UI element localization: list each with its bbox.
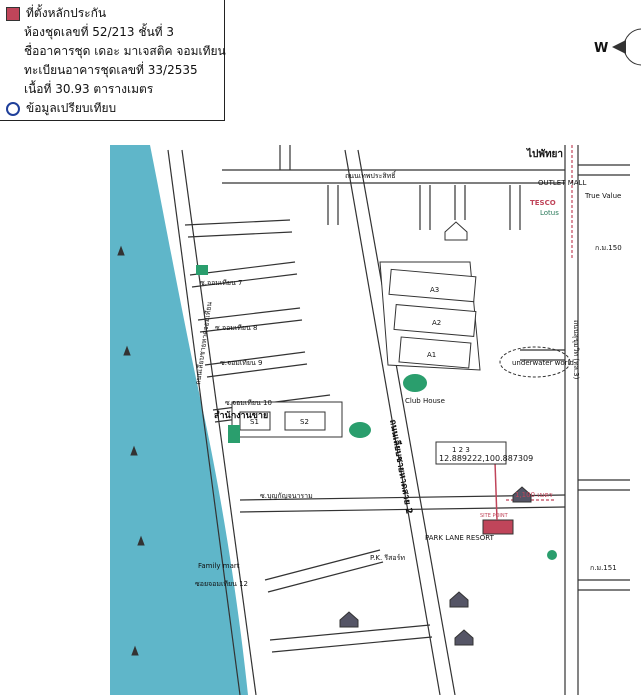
label-soi-7: ซ.จอมเทียน 7: [200, 279, 242, 287]
legend-line-3: ทะเบียนอาคารชุดเลขที่ 33/2535: [24, 63, 198, 77]
label-soi-9: ซ.จอมเทียน 9: [220, 359, 262, 367]
label-s1: S1: [250, 418, 259, 426]
label-to-pattaya: ไปพัทยา: [526, 147, 563, 160]
label-soi-8: ซ.จอมเทียน 8: [215, 324, 257, 332]
coord-markers: 1 2 3: [452, 446, 470, 454]
label-sitepoint: SITE POINT: [480, 513, 509, 519]
label-underwater: underwater world: [512, 359, 574, 367]
label-outlet-mall: OUTLET MALL: [538, 179, 586, 187]
label-soi-boonkanjana: ซ.บุญกัญจนาราม: [260, 492, 313, 500]
legend-line-2: ชื่ออาคารชุด เดอะ มาเจสติค จอมเทียน: [24, 44, 226, 58]
legend-compare-row: ข้อมูลเปรียบเทียบ: [6, 99, 116, 118]
legend-line-4: เนื้อที่ 30.93 ตารางเมตร: [24, 82, 154, 96]
label-soi-12: ซอยจอมเทียน 12: [195, 580, 248, 588]
label-beach-road: ถนนเลียบชายหาดจอมเทียน: [194, 301, 214, 385]
legend-marker-label: ที่ตั้งหลักประกัน: [26, 6, 107, 20]
legend-marker-row: ที่ตั้งหลักประกัน: [6, 4, 106, 23]
label-office: สำนักงานขาย: [214, 410, 268, 421]
label-thepprasit: ถนนเทพประสิทธิ์: [345, 170, 397, 180]
label-a3: A3: [430, 286, 439, 294]
legend: ที่ตั้งหลักประกัน ห้องชุดเลขที่ 52/213 ช…: [0, 0, 226, 121]
site-marker: [482, 519, 514, 535]
label-family-mart: Family mart: [198, 562, 240, 570]
label-tesco: TESCO: [530, 199, 556, 207]
coord-value: 12.889222,100.887309: [439, 454, 533, 463]
label-pk-resort: P.K. รีสอร์ท: [370, 554, 405, 562]
label-s2: S2: [300, 418, 309, 426]
label-true-value: True Value: [584, 192, 621, 200]
sea-area: [110, 145, 248, 695]
label-a1: A1: [427, 351, 436, 359]
legend-compare-label: ข้อมูลเปรียบเทียบ: [26, 101, 117, 115]
label-park-lane: PARK LANE RESORT: [425, 534, 495, 542]
label-club-house: Club House: [405, 397, 445, 405]
label-lotus: Lotus: [540, 209, 559, 217]
label-km151: ก.ม.151: [590, 564, 617, 572]
label-sukhumvit: ถนนสุขุมวิท (ทล.3): [572, 320, 580, 380]
label-distance: 1,100 เมตร: [515, 491, 553, 499]
label-a2: A2: [432, 319, 441, 327]
label-road-2: ถนนเลียบชายหาดสาย 2: [387, 419, 414, 515]
label-ptt: ก.ม.150: [595, 244, 622, 252]
label-soi-10: ซ.จอมเทียน 10: [225, 399, 272, 407]
legend-compare-circle: [6, 101, 20, 116]
legend-marker-swatch: [6, 6, 20, 21]
legend-line-1: ห้องชุดเลขที่ 52/213 ชั้นที่ 3: [24, 25, 175, 39]
compass-label: W: [594, 41, 608, 56]
